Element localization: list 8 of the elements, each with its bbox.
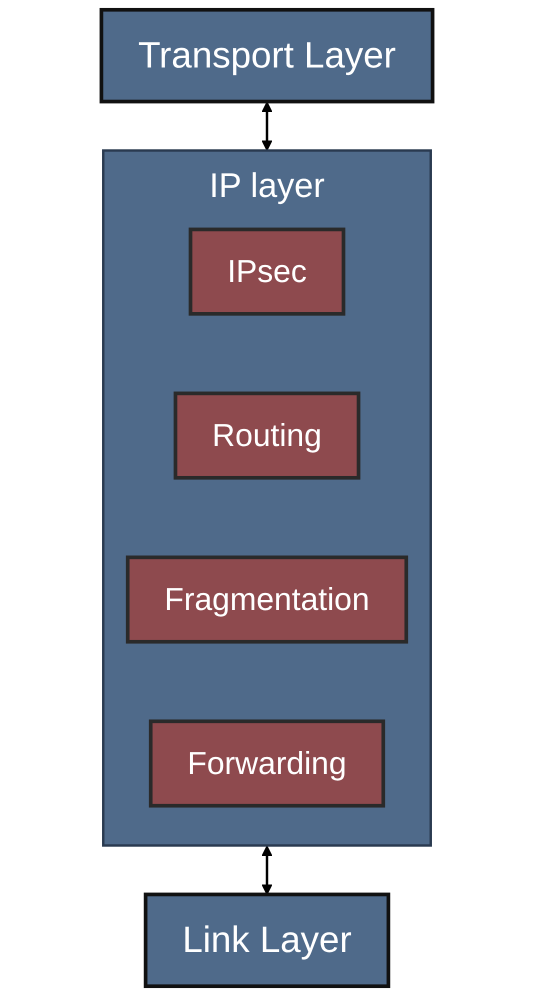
node-box: Forwarding (148, 719, 386, 808)
node-box: Transport Layer (100, 8, 434, 104)
node-box: IPsec (188, 228, 346, 316)
arrow (262, 846, 272, 895)
node-box: Fragmentation (126, 556, 408, 644)
node-box: Routing (174, 392, 360, 480)
arrow (262, 102, 272, 151)
node-box: Link Layer (144, 892, 390, 988)
